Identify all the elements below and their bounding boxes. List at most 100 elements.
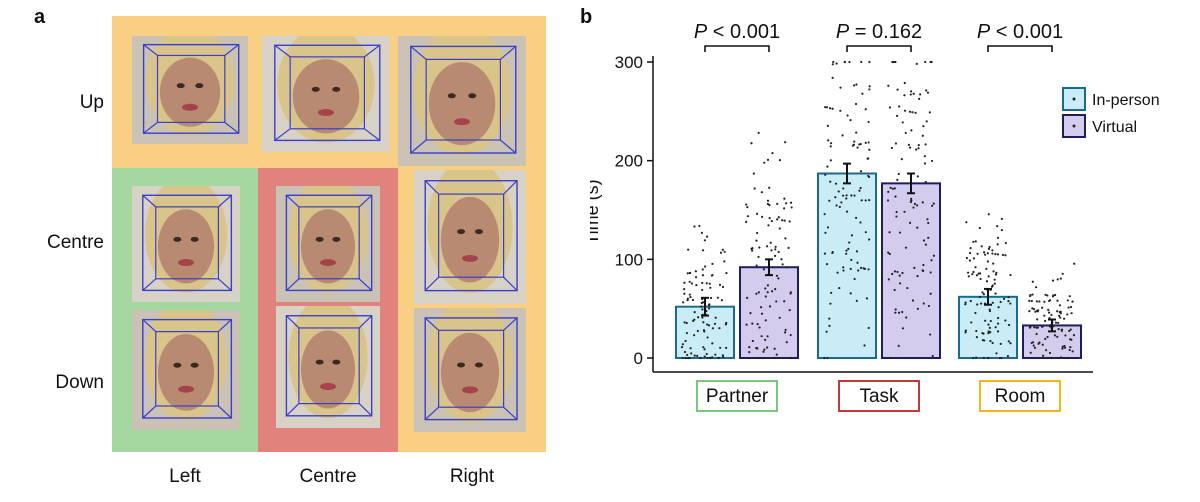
data-point xyxy=(868,238,871,241)
data-point xyxy=(835,204,838,207)
data-point xyxy=(1067,356,1070,360)
data-point xyxy=(830,291,833,294)
data-point xyxy=(859,266,863,269)
face-down-centre xyxy=(276,306,380,428)
data-point xyxy=(993,278,996,281)
data-point xyxy=(966,271,970,274)
data-point xyxy=(1006,355,1010,358)
data-point xyxy=(694,270,697,273)
data-point xyxy=(781,263,784,266)
data-point xyxy=(746,215,750,218)
data-point xyxy=(1056,299,1059,302)
data-point xyxy=(983,251,986,254)
data-point xyxy=(702,321,705,324)
data-point xyxy=(926,91,930,94)
mesh-edge xyxy=(217,405,232,419)
data-point xyxy=(989,339,992,343)
data-point xyxy=(683,287,686,291)
data-point xyxy=(708,307,711,310)
data-point xyxy=(748,345,751,349)
mesh-box-back xyxy=(155,331,219,407)
data-point xyxy=(984,319,987,322)
data-point xyxy=(1071,300,1074,303)
data-point xyxy=(991,301,994,304)
data-point xyxy=(909,90,913,93)
data-point xyxy=(986,260,989,263)
data-point xyxy=(864,141,867,144)
eye-right xyxy=(332,359,341,365)
mouth xyxy=(320,259,336,267)
mesh-edge xyxy=(503,406,518,421)
data-point xyxy=(826,124,829,127)
data-point xyxy=(926,218,929,221)
data-point xyxy=(915,62,918,65)
data-point xyxy=(868,85,871,88)
data-point xyxy=(994,252,997,256)
data-point xyxy=(826,356,829,360)
mesh-edge xyxy=(224,44,240,56)
mesh-box-back xyxy=(298,206,360,280)
data-point xyxy=(930,259,933,262)
face-shape xyxy=(157,209,215,284)
data-point xyxy=(766,158,770,161)
data-point xyxy=(859,170,863,173)
mesh-edge xyxy=(424,317,440,331)
data-point xyxy=(1056,278,1059,281)
comparison-bracket xyxy=(987,45,1053,52)
data-point xyxy=(909,93,912,96)
data-point xyxy=(683,281,686,284)
col-label-right: Right xyxy=(449,466,495,487)
data-point xyxy=(823,252,827,255)
data-point xyxy=(766,291,769,294)
data-point xyxy=(895,215,898,218)
data-point xyxy=(987,332,990,335)
data-point xyxy=(774,254,777,257)
data-point xyxy=(708,282,711,285)
data-point xyxy=(838,286,841,290)
data-point xyxy=(862,267,865,270)
mouth xyxy=(454,118,470,126)
data-point xyxy=(923,162,927,165)
data-point xyxy=(901,310,904,314)
data-point xyxy=(753,187,756,190)
data-point xyxy=(855,131,858,134)
data-point xyxy=(972,257,976,260)
data-point xyxy=(751,246,754,250)
data-point xyxy=(964,331,967,334)
data-point xyxy=(719,251,723,254)
data-point xyxy=(965,256,969,260)
data-point xyxy=(831,76,834,80)
legend-label-in-person: In-person xyxy=(1092,92,1160,109)
data-point xyxy=(1069,305,1073,309)
bar-task-in-person xyxy=(817,172,877,359)
data-point xyxy=(760,191,763,194)
data-point xyxy=(850,258,853,261)
data-point xyxy=(856,261,859,264)
face-photo-drawing xyxy=(414,170,526,304)
data-point xyxy=(695,284,698,287)
data-point xyxy=(755,239,758,242)
data-point xyxy=(716,296,719,299)
data-point xyxy=(1041,306,1044,309)
eye-left xyxy=(173,362,182,368)
data-point xyxy=(697,316,700,319)
data-point xyxy=(843,60,846,64)
mesh-edge xyxy=(410,139,427,154)
data-point xyxy=(763,348,766,351)
data-point xyxy=(982,293,985,296)
data-point xyxy=(775,300,778,303)
data-point xyxy=(721,354,724,357)
data-point xyxy=(688,280,691,283)
data-point xyxy=(1064,334,1067,337)
data-point xyxy=(901,327,905,330)
mesh-edge xyxy=(143,121,158,134)
mesh-edge xyxy=(364,128,381,141)
data-point xyxy=(707,324,711,327)
mouth xyxy=(318,109,334,117)
data-point xyxy=(1001,253,1005,257)
data-point xyxy=(751,249,754,252)
data-point xyxy=(683,350,687,354)
data-point xyxy=(1009,342,1012,345)
category-label-task: Task xyxy=(859,386,899,407)
data-point xyxy=(696,329,699,333)
